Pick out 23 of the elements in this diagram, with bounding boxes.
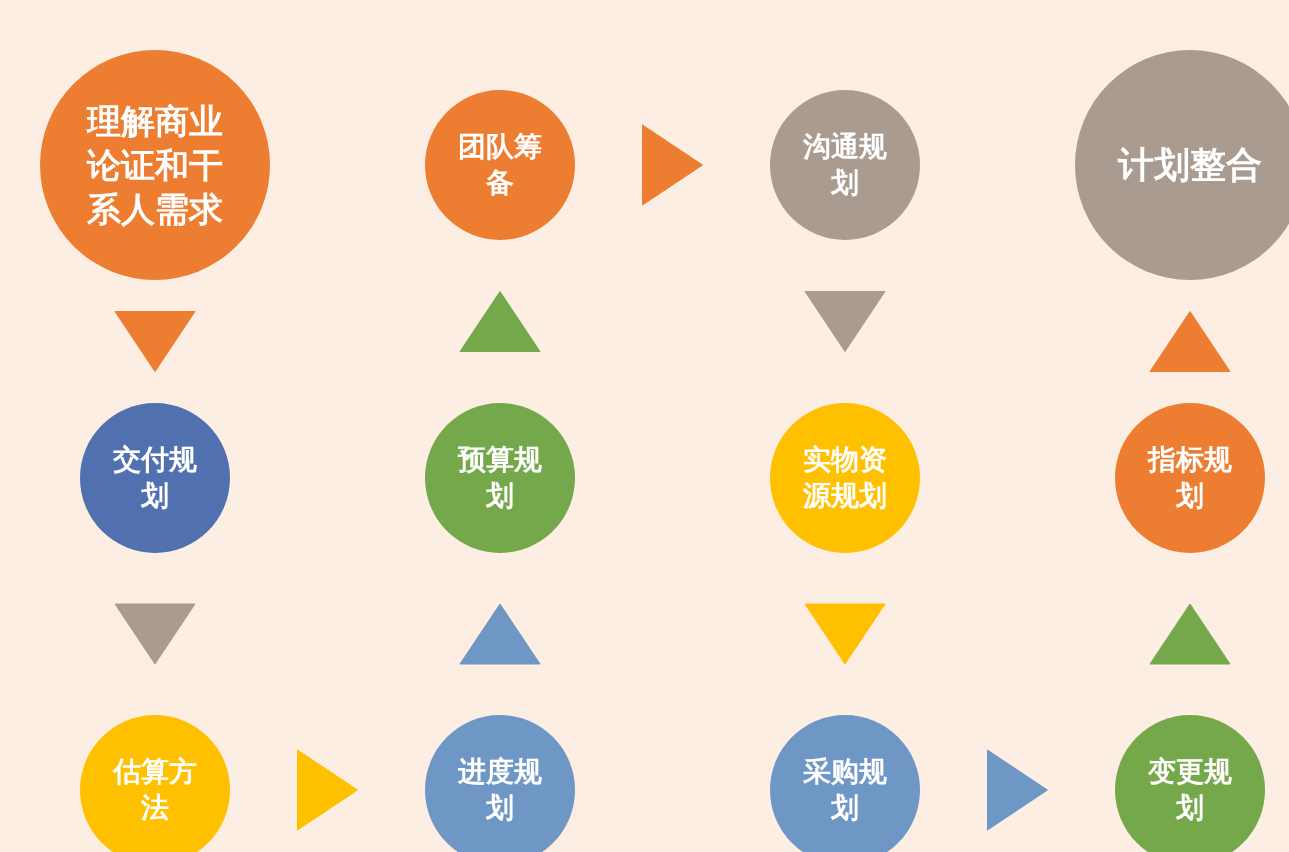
node-label: 团队筹备 xyxy=(457,128,543,201)
node-label: 估算方法 xyxy=(111,753,198,826)
arrow xyxy=(297,749,358,831)
node-label: 变更规划 xyxy=(1147,753,1233,826)
arrow xyxy=(114,603,196,665)
arrow xyxy=(987,749,1048,831)
node-label: 理解商业论证和干系人需求 xyxy=(85,99,224,232)
arrow xyxy=(459,291,541,352)
node-label: 沟通规划 xyxy=(802,128,888,201)
arrow xyxy=(1149,311,1231,372)
arrow xyxy=(459,603,541,665)
node-label: 采购规划 xyxy=(802,753,888,826)
arrow xyxy=(1149,603,1231,665)
node-label: 交付规划 xyxy=(112,441,198,514)
node-label: 计划整合 xyxy=(1116,142,1263,187)
arrow xyxy=(804,603,886,665)
node-label: 进度规划 xyxy=(456,753,543,826)
node-label: 预算规划 xyxy=(456,441,543,514)
node-label: 实物资源规划 xyxy=(802,441,888,514)
arrow xyxy=(114,311,196,372)
arrow xyxy=(804,291,886,352)
arrow xyxy=(642,124,703,206)
node-label: 指标规划 xyxy=(1146,441,1233,514)
